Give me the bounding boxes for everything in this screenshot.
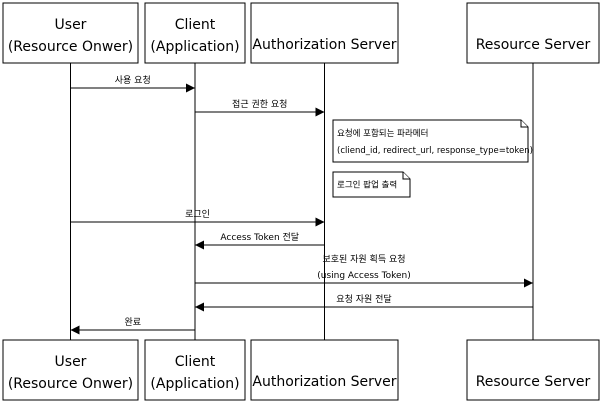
participant-label: Client [175,17,216,33]
participant-label: Resource Server [476,37,591,53]
participant-label: Client [175,354,216,370]
participant-auth-bottom: Authorization Server [250,339,399,401]
message-label: 요청 자원 전달 [336,293,391,305]
message-6: 요청 자원 전달 [195,293,533,312]
note-1: 요청에 포함되는 파라메터 (cliend_id, redirect_url, r… [332,119,533,163]
participant-box [466,339,600,401]
participant-label: (Application) [150,39,239,55]
participant-label: Authorization Server [252,374,396,390]
note-box [332,171,411,198]
note-text: 로그인 팝업 출력 [337,180,397,191]
participant-auth-top: Authorization Server [250,2,399,64]
note-fold [402,172,410,180]
note-2: 로그인 팝업 출력 [332,171,411,198]
participant-label: (Resource Onwer) [8,39,133,55]
message-label: Access Token 전달 [220,231,299,243]
participant-box [466,2,600,64]
note-text: 요청에 포함되는 파라메터 [337,129,428,139]
message-label: 보호된 자원 획득 요청 [322,253,405,265]
participant-label: User [55,17,87,33]
participant-client-top: Client (Application) [144,2,246,64]
note-fold [520,120,528,128]
note-text: (cliend_id, redirect_url, response_type=… [337,146,533,156]
participant-box [144,2,246,64]
participant-user-top: User (Resource Onwer) [2,2,139,64]
message-label: 완료 [124,317,141,328]
participant-label: Authorization Server [252,37,396,53]
participants-bottom-row: User (Resource Onwer) Client (Application) A… [2,339,600,401]
participant-box [250,2,399,64]
message-5: 보호된 자원 획득 요청 (using Access Token) [195,253,533,288]
message-label: 접근 권한 요청 [232,98,287,110]
participant-box [144,339,246,401]
participant-resource-top: Resource Server [466,2,600,64]
participant-box [2,339,139,401]
participant-box [2,2,139,64]
notes: 요청에 포함되는 파라메터 (cliend_id, redirect_url, r… [332,119,533,198]
participant-label: User [55,354,87,370]
message-4: Access Token 전달 [195,231,325,250]
message-2: 접근 권한 요청 [195,98,325,117]
participant-user-bottom: User (Resource Onwer) [2,339,139,401]
message-label: 로그인 [185,209,210,220]
participant-label: Resource Server [476,374,591,390]
message-7: 완료 [70,317,195,335]
message-label: (using Access Token) [317,271,410,281]
participant-box [250,339,399,401]
note-box [332,119,529,163]
message-label: 사용 요청 [115,75,151,86]
participant-resource-bottom: Resource Server [466,339,600,401]
lifelines [70,63,534,340]
participants-top-row: User (Resource Onwer) Client (Application) A… [2,2,600,64]
participant-client-bottom: Client (Application) [144,339,246,401]
participant-label: (Application) [150,376,239,392]
participant-label: (Resource Onwer) [8,376,133,392]
message-1: 사용 요청 [70,75,195,93]
message-3: 로그인 [70,209,325,227]
